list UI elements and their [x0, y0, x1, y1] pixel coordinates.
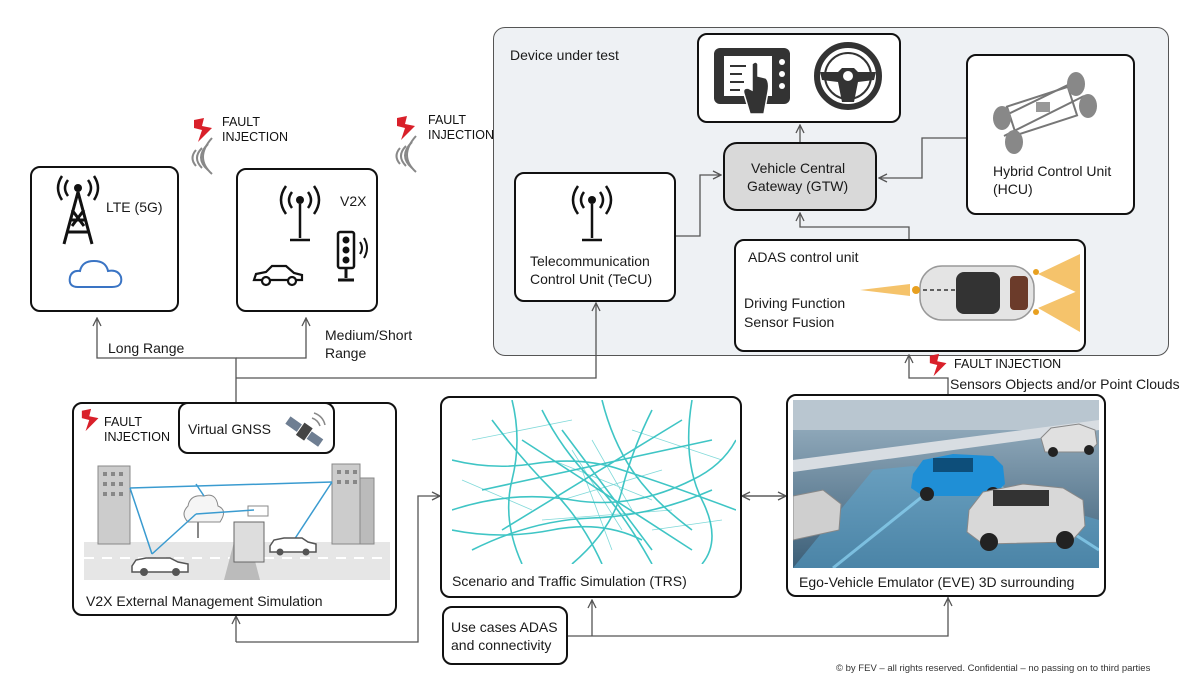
usecases-label-1: Use cases ADAS [451, 619, 558, 635]
sensors-objects-label: Sensors Objects and/or Point Clouds [950, 376, 1180, 392]
tecu-box[interactable] [514, 172, 676, 302]
dut-title: Device under test [510, 47, 619, 63]
hcu-label-2: (HCU) [993, 181, 1033, 197]
gnss-label: Virtual GNSS [188, 421, 271, 437]
lightning-bolt-icon [81, 408, 99, 432]
v2x-mgmt-label: V2X External Management Simulation [86, 593, 323, 609]
usecases-box[interactable] [442, 606, 568, 665]
sensor-car-icon [860, 254, 1080, 332]
eve-3d-scene [793, 400, 1099, 568]
adas-line-2: Sensor Fusion [744, 314, 835, 330]
long-range-label: Long Range [108, 340, 185, 356]
lightning-bolt-icon [929, 353, 947, 377]
trs-label: Scenario and Traffic Simulation (TRS) [452, 573, 687, 589]
usecases-label-2: and connectivity [451, 637, 552, 653]
fault-v2x-2: INJECTION [428, 128, 494, 142]
chassis-icon [993, 72, 1097, 154]
antenna-icon [279, 185, 321, 242]
hcu-label-1: Hybrid Control Unit [993, 163, 1112, 179]
adas-line-1: Driving Function [744, 295, 846, 311]
gtw-label-2: Gateway (GTW) [747, 178, 849, 194]
traffic-light-icon [336, 230, 368, 282]
satellite-icon [285, 412, 326, 447]
signal-waves-icon [395, 135, 417, 173]
v2x-city-scene [84, 463, 390, 580]
fault-sim-1: FAULT [104, 415, 142, 429]
fault-sensors: FAULT INJECTION [954, 357, 1062, 371]
tecu-label-1: Telecommunication [530, 253, 650, 269]
antenna-icon [571, 185, 613, 242]
lightning-bolt-icon [397, 116, 415, 140]
lte-label: LTE (5G) [106, 199, 163, 215]
gtw-label-1: Vehicle Central [751, 160, 846, 176]
fault-v2x-1: FAULT [428, 113, 466, 127]
fault-lte-2: INJECTION [222, 130, 288, 144]
eve-label: Ego-Vehicle Emulator (EVE) 3D surroundin… [799, 574, 1075, 590]
medium-range-label-2: Range [325, 345, 367, 361]
cloud-icon [68, 259, 123, 288]
hcu-box[interactable] [966, 54, 1135, 215]
fault-lte-1: FAULT [222, 115, 260, 129]
steering-wheel-icon [814, 42, 882, 110]
signal-waves-icon [191, 137, 213, 175]
adas-title: ADAS control unit [748, 249, 859, 265]
medium-range-label-1: Medium/Short [325, 327, 413, 343]
fault-sim-2: INJECTION [104, 430, 170, 444]
copyright-footer: © by FEV – all rights reserved. Confiden… [836, 663, 1151, 674]
touchscreen-icon [714, 48, 790, 115]
cell-tower-icon [56, 175, 100, 245]
lightning-bolt-icon [194, 118, 212, 142]
v2x-label: V2X [340, 193, 367, 209]
gtw-box[interactable] [723, 142, 877, 211]
car-icon [252, 264, 304, 287]
traffic-map [452, 400, 736, 564]
tecu-label-2: Control Unit (TeCU) [530, 271, 653, 287]
